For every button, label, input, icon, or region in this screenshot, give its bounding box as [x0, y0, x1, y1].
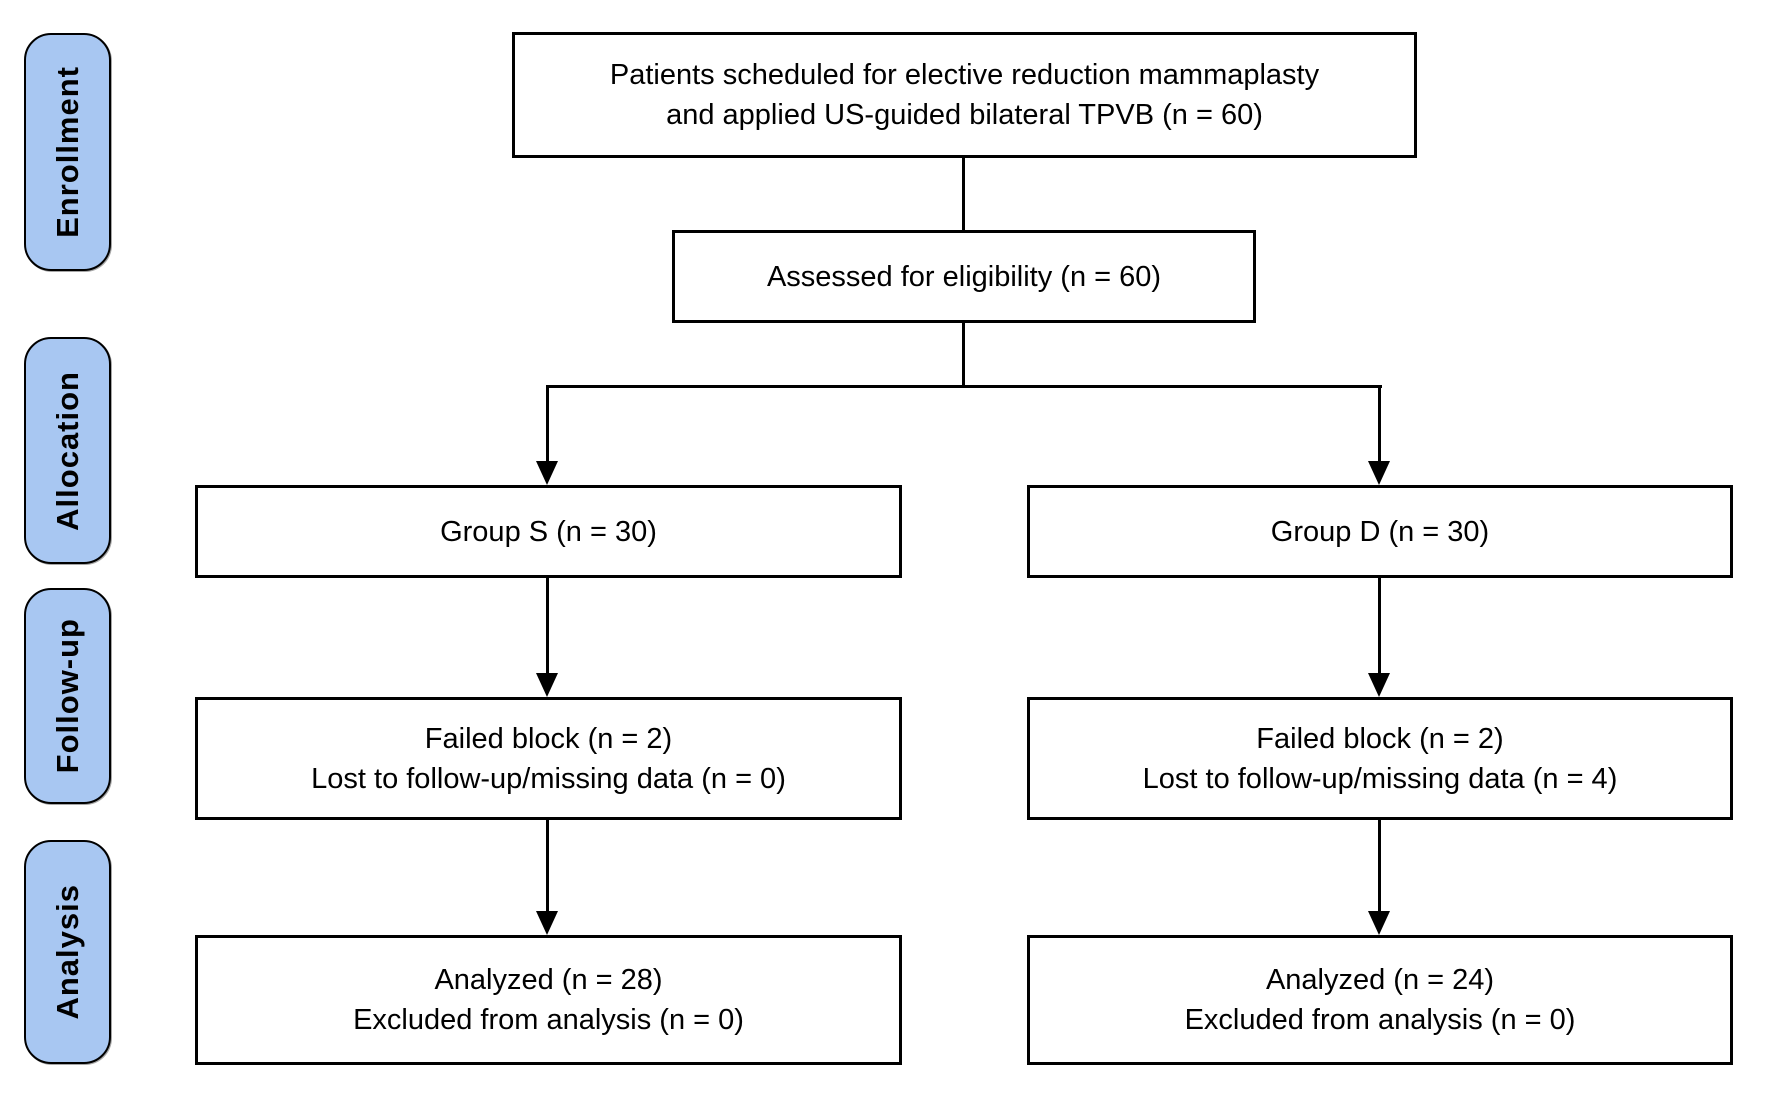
stage-label-allocation: Allocation	[49, 370, 85, 531]
box-enrolled-patients-line-2: and applied US-guided bilateral TPVB (n …	[666, 99, 1263, 131]
connector-split-to-group-d	[1378, 385, 1381, 462]
box-group-s-line-1: Group S (n = 30)	[440, 515, 657, 548]
box-assessed-line-1: Assessed for eligibility (n = 60)	[766, 260, 1162, 293]
arrow-down-icon-analysis-d	[1368, 911, 1390, 935]
box-group-d-follow-up-line-1: Failed block (n = 2)	[1256, 722, 1504, 755]
stage-label-follow-up: Follow-up	[49, 618, 85, 774]
box-group-s-analysis: Analyzed (n = 28) Excluded from analysis…	[195, 935, 902, 1065]
box-enrolled-patients-line-1: Patients scheduled for elective reductio…	[609, 59, 1320, 91]
box-group-s-analysis-line-1: Analyzed (n = 28)	[434, 964, 663, 996]
arrow-down-icon-group-d	[1368, 461, 1390, 485]
connector-follow-up-s-to-analysis	[546, 818, 549, 912]
box-group-s-analysis-line-2: Excluded from analysis (n = 0)	[353, 1004, 744, 1036]
arrow-down-icon-follow-up-d	[1368, 673, 1390, 697]
connector-group-s-to-follow-up	[546, 576, 549, 674]
arrow-down-icon-group-s	[536, 461, 558, 485]
stage-pill-allocation: Allocation	[24, 337, 111, 564]
connector-assessed-to-split	[962, 321, 965, 388]
box-group-d-follow-up: Failed block (n = 2) Lost to follow-up/m…	[1027, 697, 1733, 820]
stage-label-enrollment: Enrollment	[49, 66, 85, 238]
connector-top-to-assessed	[962, 156, 965, 232]
box-group-s-follow-up: Failed block (n = 2) Lost to follow-up/m…	[195, 697, 902, 820]
stage-pill-enrollment: Enrollment	[24, 33, 111, 271]
box-group-d-line-1: Group D (n = 30)	[1270, 515, 1490, 548]
arrow-down-icon-analysis-s	[536, 911, 558, 935]
box-group-d-analysis: Analyzed (n = 24) Excluded from analysis…	[1027, 935, 1733, 1065]
connector-group-d-to-follow-up	[1378, 576, 1381, 674]
connector-split-horizontal	[546, 385, 1382, 388]
box-group-s-allocation: Group S (n = 30)	[195, 485, 902, 578]
arrow-down-icon-follow-up-s	[536, 673, 558, 697]
box-group-s-follow-up-line-2: Lost to follow-up/missing data (n = 0)	[311, 762, 786, 795]
stage-pill-follow-up: Follow-up	[24, 588, 111, 804]
box-group-d-analysis-line-2: Excluded from analysis (n = 0)	[1184, 1004, 1576, 1036]
box-enrolled-patients: Patients scheduled for elective reductio…	[512, 32, 1417, 158]
stage-label-analysis: Analysis	[49, 884, 85, 1020]
box-group-s-follow-up-line-1: Failed block (n = 2)	[424, 722, 673, 755]
box-group-d-analysis-line-1: Analyzed (n = 24)	[1265, 964, 1495, 996]
box-group-d-follow-up-line-2: Lost to follow-up/missing data (n = 4)	[1142, 762, 1618, 795]
connector-split-to-group-s	[546, 385, 549, 462]
stage-pill-analysis: Analysis	[24, 840, 111, 1064]
box-assessed-for-eligibility: Assessed for eligibility (n = 60)	[672, 230, 1256, 323]
connector-follow-up-d-to-analysis	[1378, 818, 1381, 912]
box-group-d-allocation: Group D (n = 30)	[1027, 485, 1733, 578]
